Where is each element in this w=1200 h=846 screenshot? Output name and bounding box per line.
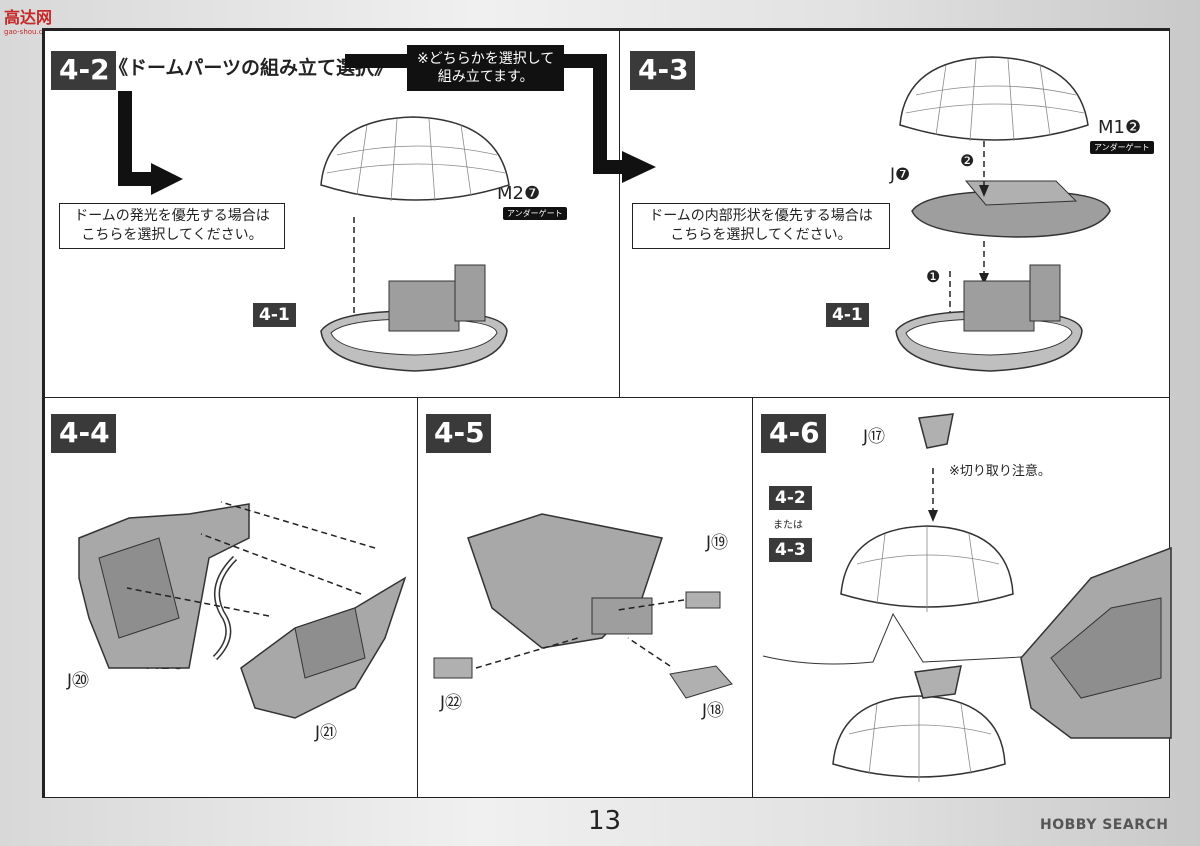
small-part-j22 bbox=[433, 657, 473, 679]
part-label-j20: J⑳ bbox=[67, 671, 90, 691]
under-gate-tag: アンダーゲート bbox=[1090, 141, 1154, 154]
flow-arrow bbox=[118, 54, 407, 195]
dome-part bbox=[840, 525, 1014, 612]
small-part-j18 bbox=[669, 665, 733, 699]
panel-title: 《ドームパーツの組み立て選択》 bbox=[109, 57, 394, 79]
step-number: 4-6 bbox=[761, 414, 826, 453]
panel-4-4: 4-4 J⑳ M1❻ J㉑ bbox=[44, 397, 418, 798]
part-label-m1: M1❷ bbox=[1098, 117, 1142, 138]
ref-step-b: 4-3 bbox=[769, 538, 812, 562]
under-gate-tag: アンダーゲート bbox=[503, 207, 567, 220]
ref-step-a: 4-2 bbox=[769, 486, 812, 510]
ship-detail bbox=[1020, 546, 1172, 739]
option-note: ドームの内部形状を優先する場合はこちらを選択してください。 bbox=[632, 203, 890, 249]
part-label-j17: J⑰ bbox=[863, 427, 886, 447]
ref-step: 4-1 bbox=[826, 303, 869, 327]
hull-part bbox=[467, 513, 663, 649]
panel-4-5: 4-5 J⑲ J㉒ J⑱ bbox=[417, 397, 753, 798]
base-part bbox=[895, 264, 1083, 372]
step-number: 4-4 bbox=[51, 414, 116, 453]
part-label-j22: J㉒ bbox=[440, 693, 463, 713]
part-label-j19: J⑲ bbox=[706, 533, 729, 553]
dome-detail bbox=[832, 695, 1006, 782]
clear-rod-part bbox=[212, 555, 238, 661]
flow-arrow bbox=[560, 54, 656, 183]
panel-4-6: 4-6 J⑰ ※切り取り注意。 4-2 または 4-3 bbox=[752, 397, 1172, 798]
assembly-arrow bbox=[928, 468, 938, 522]
hull-left-part bbox=[78, 503, 250, 669]
step-number: 4-2 bbox=[51, 51, 116, 90]
small-part-j19 bbox=[685, 591, 721, 609]
dome-part bbox=[899, 56, 1089, 142]
sensor-detail bbox=[914, 665, 962, 699]
inner-plate-part bbox=[911, 180, 1111, 238]
brand-watermark: HOBBY SEARCH bbox=[1040, 817, 1169, 833]
panel-4-3: 4-3 ドームの内部形状を優先する場合はこちらを選択してください。 4-1 M1… bbox=[560, 30, 1170, 398]
dome-part bbox=[320, 116, 510, 202]
page-number: 13 bbox=[588, 806, 622, 836]
order-marker-2: ❷ bbox=[960, 151, 975, 170]
part-label-j18: J⑱ bbox=[702, 701, 725, 721]
assembly-arrows bbox=[475, 599, 685, 669]
part-label-j7: J❼ bbox=[890, 165, 911, 185]
assembly-arrows bbox=[126, 501, 376, 617]
step-number: 4-5 bbox=[426, 414, 491, 453]
ref-step: 4-1 bbox=[253, 303, 296, 327]
order-marker-1: ❶ bbox=[926, 267, 941, 286]
sensor-part bbox=[918, 413, 954, 449]
option-note: ドームの発光を優先する場合はこちらを選択してください。 bbox=[59, 203, 285, 249]
cut-caution-note: ※切り取り注意。 bbox=[949, 464, 1051, 479]
part-label-j21: J㉑ bbox=[315, 723, 338, 743]
instruction-page: 4-2 《ドームパーツの組み立て選択》 ※どちらかを選択して組み立てます。 ドー… bbox=[42, 28, 1172, 798]
part-label-m2: M2❼ bbox=[497, 183, 541, 204]
or-text: または bbox=[773, 520, 803, 531]
hull-right-part bbox=[240, 576, 407, 719]
site-logo: 高达网 gao-shou.com bbox=[4, 8, 54, 36]
selection-callout: ※どちらかを選択して組み立てます。 bbox=[407, 45, 565, 91]
base-part bbox=[320, 264, 508, 372]
step-number: 4-3 bbox=[630, 51, 695, 90]
panel-4-2: 4-2 《ドームパーツの組み立て選択》 ※どちらかを選択して組み立てます。 ドー… bbox=[44, 30, 620, 398]
